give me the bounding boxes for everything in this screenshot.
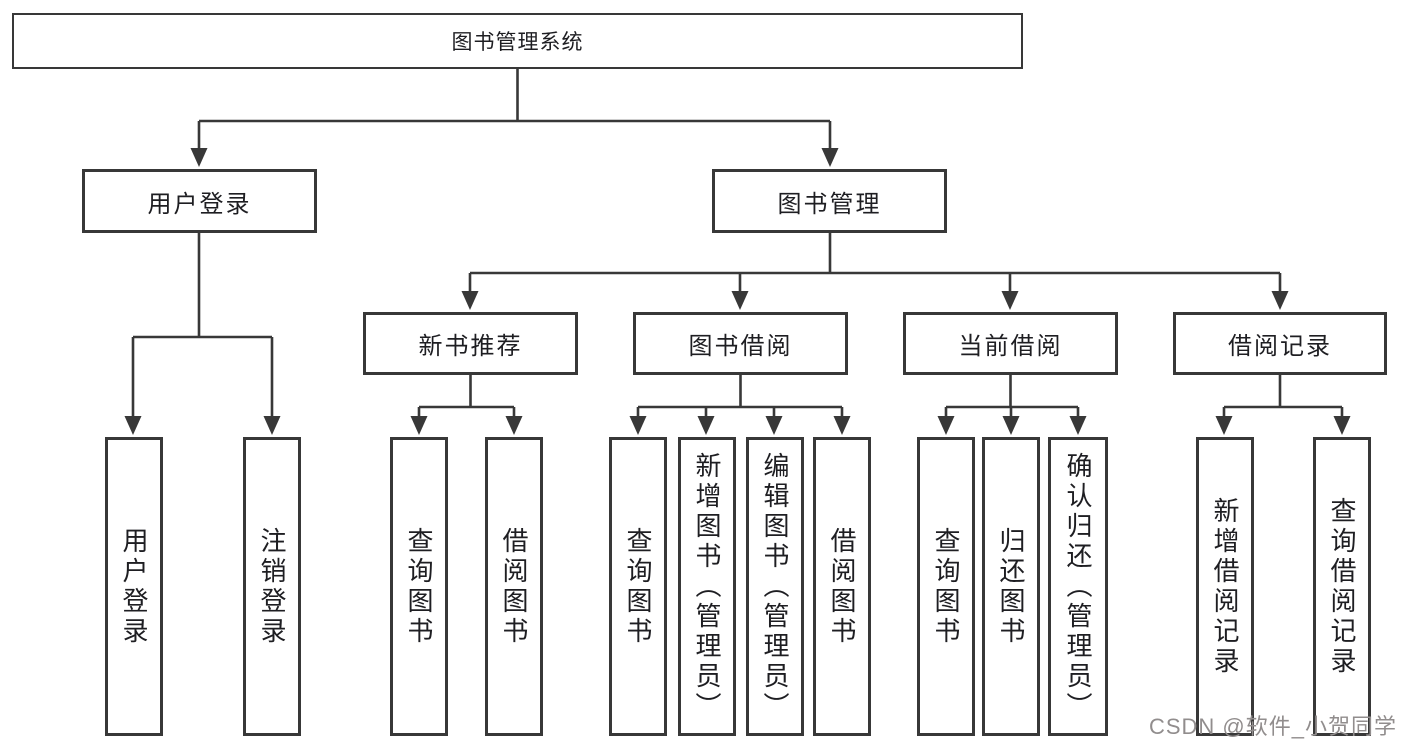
arrowhead-icon (505, 416, 523, 435)
arrowhead-icon (697, 416, 715, 435)
arrowhead-icon (1069, 416, 1087, 435)
arrowhead-icon (629, 416, 647, 435)
leaf-label: 新增借阅记录 (1210, 496, 1240, 677)
node-user-login: 用户登录 (82, 169, 317, 233)
leaf-label: 借阅图书 (827, 526, 857, 647)
arrowhead-icon (1271, 291, 1289, 310)
leaf-query-books-current: 查询图书 (917, 437, 975, 736)
arrowhead-icon (124, 416, 142, 435)
leaf-query-books-recommend: 查询图书 (390, 437, 448, 736)
leaf-borrow-books: 借阅图书 (813, 437, 871, 736)
leaf-user-login: 用户登录 (105, 437, 163, 736)
leaf-edit-book-admin: 编辑图书（管理员） (746, 437, 804, 736)
arrowhead-icon (765, 416, 783, 435)
leaf-return-books: 归还图书 (982, 437, 1040, 736)
node-book-borrow: 图书借阅 (633, 312, 848, 375)
leaf-add-borrow-record: 新增借阅记录 (1196, 437, 1254, 736)
leaf-label: 新增图书（管理员） (692, 451, 722, 722)
leaf-label: 借阅图书 (499, 526, 529, 647)
arrowhead-icon (731, 291, 749, 310)
arrowhead-icon (263, 416, 281, 435)
arrowhead-icon (1002, 416, 1020, 435)
leaf-confirm-return-admin: 确认归还（管理员） (1048, 437, 1108, 736)
leaf-label: 归还图书 (996, 526, 1026, 647)
leaf-label: 用户登录 (119, 526, 149, 647)
arrowhead-icon (461, 291, 479, 310)
leaf-label: 编辑图书（管理员） (760, 451, 790, 722)
node-borrow-records: 借阅记录 (1173, 312, 1387, 375)
connector-login-to-children (131, 233, 274, 418)
connector-recommend-to-children (417, 375, 516, 418)
arrowhead-icon (821, 148, 839, 167)
node-current-borrow: 当前借阅 (903, 312, 1118, 375)
arrowhead-icon (1001, 291, 1019, 310)
connector-records-to-children (1222, 375, 1344, 418)
arrowhead-icon (1333, 416, 1351, 435)
arrowhead-icon (833, 416, 851, 435)
leaf-logout: 注销登录 (243, 437, 301, 736)
leaf-label: 查询图书 (404, 526, 434, 647)
connector-current-to-children (944, 375, 1080, 418)
leaf-label: 注销登录 (257, 526, 287, 647)
csdn-watermark: CSDN @软件_小贺同学 (1148, 714, 1397, 739)
node-new-book-recommend: 新书推荐 (363, 312, 578, 375)
leaf-label: 查询图书 (623, 526, 653, 647)
node-book-management: 图书管理 (712, 169, 947, 233)
arrowhead-icon (410, 416, 428, 435)
leaf-borrow-books-recommend: 借阅图书 (485, 437, 543, 736)
arrowhead-icon (937, 416, 955, 435)
leaf-label: 查询借阅记录 (1327, 496, 1357, 677)
leaf-query-books-borrow: 查询图书 (609, 437, 667, 736)
node-root-system: 图书管理系统 (12, 13, 1023, 69)
connector-borrow-to-children (636, 375, 844, 418)
connector-root-to-level2 (197, 69, 832, 150)
leaf-query-borrow-record: 查询借阅记录 (1313, 437, 1371, 736)
connector-mgmt-to-modules (468, 233, 1282, 293)
arrowhead-icon (190, 148, 208, 167)
arrowhead-icon (1215, 416, 1233, 435)
leaf-label: 查询图书 (931, 526, 961, 647)
leaf-label: 确认归还（管理员） (1063, 451, 1093, 722)
leaf-add-book-admin: 新增图书（管理员） (678, 437, 736, 736)
